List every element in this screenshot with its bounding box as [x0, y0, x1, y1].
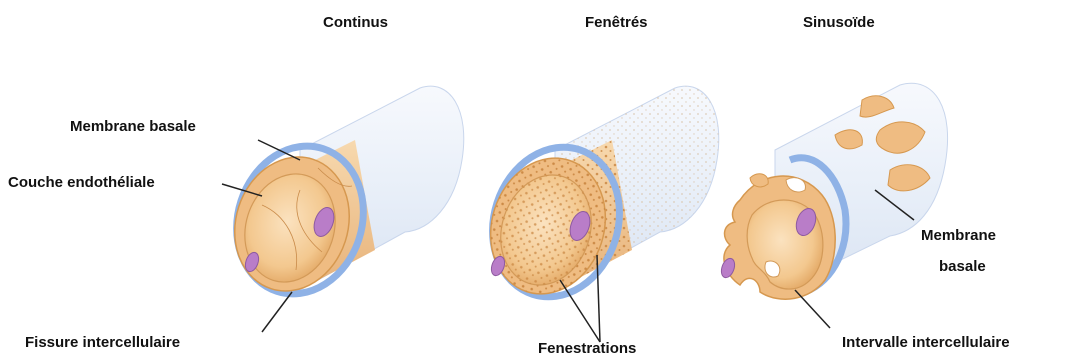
label-membrane-basale-right-line1: Membrane	[921, 227, 996, 244]
continuous-capillary	[218, 86, 464, 310]
title-sinusoide: Sinusoïde	[803, 14, 875, 31]
label-membrane-basale-right-line2: basale	[939, 258, 986, 275]
label-fenestrations: Fenestrations	[538, 340, 636, 357]
label-membrane-basale-left: Membrane basale	[70, 118, 196, 135]
sinusoid-capillary	[719, 83, 948, 299]
leader-intervalle-intercellulaire	[795, 290, 830, 328]
label-fissure-intercellulaire: Fissure intercellulaire	[25, 334, 180, 351]
leader-fissure-intercellulaire	[262, 292, 292, 332]
title-fenetres: Fenêtrés	[585, 14, 648, 31]
fenestrated-capillary	[473, 86, 718, 313]
label-couche-endotheliale: Couche endothéliale	[8, 174, 155, 191]
title-continus: Continus	[323, 14, 388, 31]
label-intervalle-intercellulaire: Intervalle intercellulaire	[842, 334, 1010, 351]
